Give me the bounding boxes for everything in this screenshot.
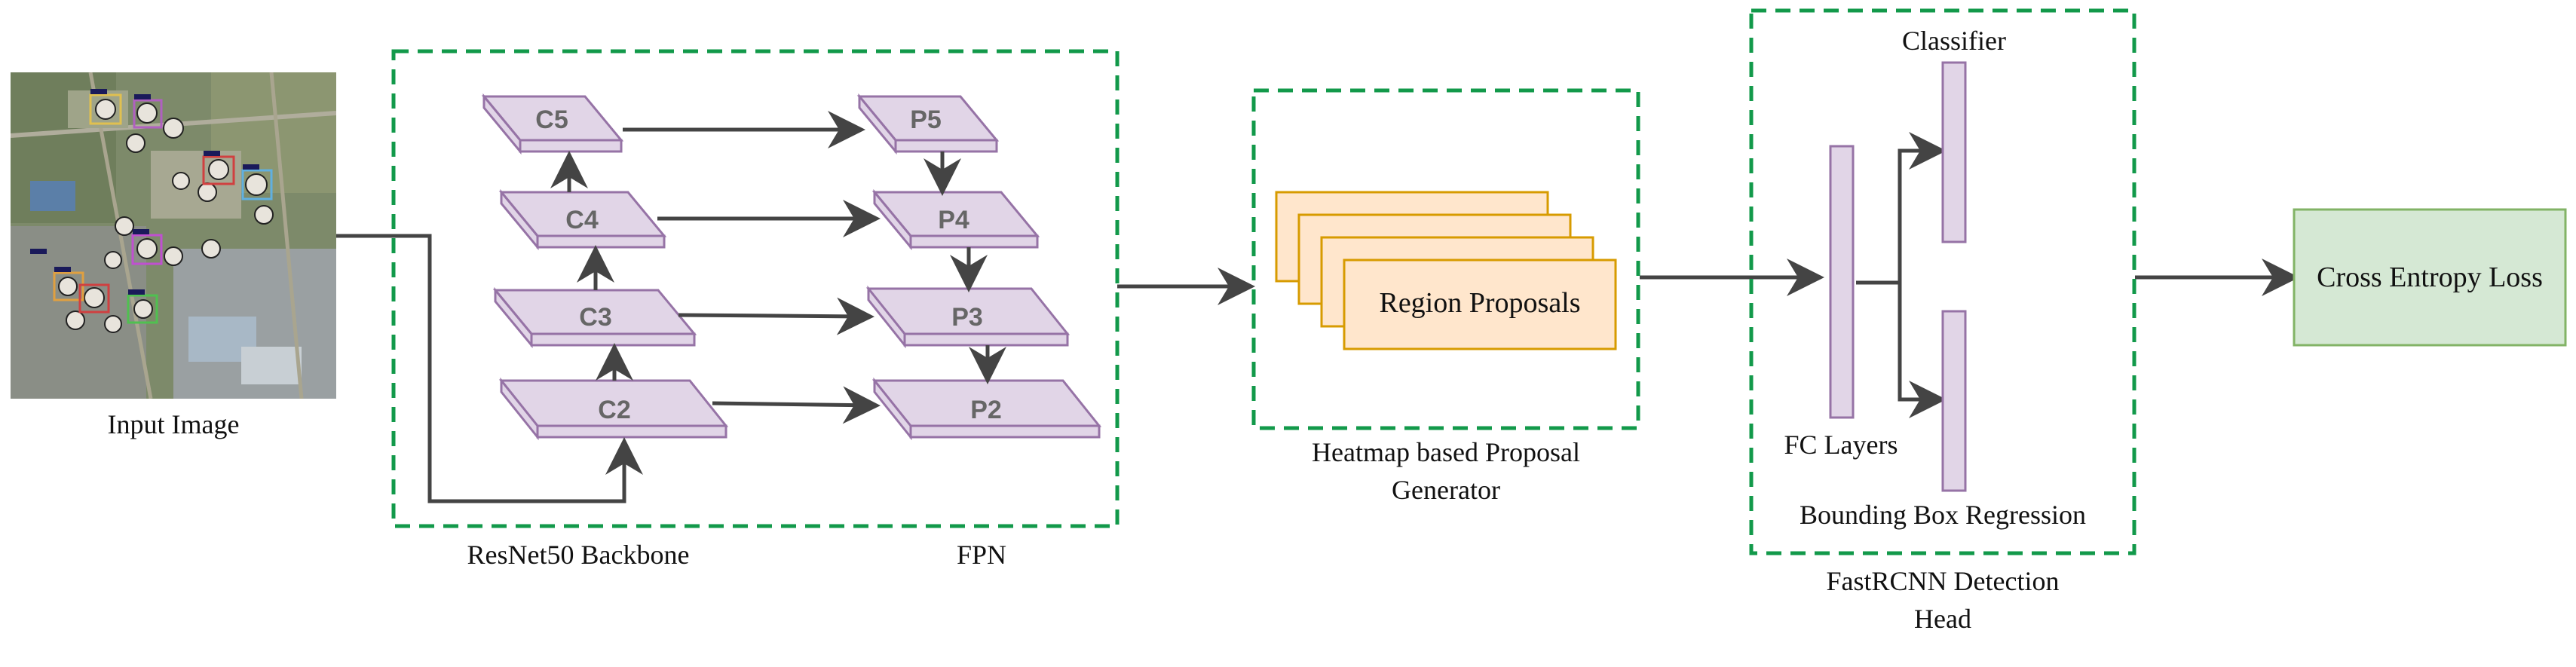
arrow-fc-classifier [1856,132,1947,285]
region-proposals-label: Region Proposals [1379,287,1580,319]
fc-layers-label: FC Layers [1784,430,1898,460]
classifier-label: Classifier [1902,26,2006,56]
input-image-label: Input Image [108,409,240,439]
detection-head-label-line2: Head [1914,604,1971,634]
fpn-layer-p2: P2 [871,377,1102,441]
fpn-layer-p5-label: P5 [910,106,942,134]
arrow-c3-p3 [678,297,874,335]
backbone-fpn-container [391,49,1120,528]
fpn-layer-p3-label: P3 [951,303,983,332]
bbox-regression-label: Bounding Box Regression [1800,500,2086,530]
fpn-layer-p3: P3 [865,285,1071,349]
backbone-layer-c2: C2 [498,377,729,441]
arrow-fc-bbox [1898,283,1947,418]
arrow-input-c2 [336,234,643,503]
cross-entropy-loss-box [2293,208,2567,347]
arrow-c2-p2 [712,386,881,424]
classifier-bar [1941,61,1967,243]
fpn-layer-p2-label: P2 [970,396,1002,424]
detection-head-container [1749,8,2136,555]
fc-layer-bar [1829,145,1855,419]
backbone-label: ResNet50 Backbone [467,540,690,570]
region-proposals-stack [1275,191,1617,350]
bbox-regression-bar [1941,310,1967,492]
fpn-label: FPN [957,540,1006,570]
backbone-layer-c4: C4 [498,188,667,251]
cross-entropy-loss-label: Cross Entropy Loss [2317,262,2543,293]
proposal-generator-label-line1: Heatmap based Proposal [1312,437,1580,467]
fpn-layer-p4-label: P4 [938,206,969,234]
backbone-layer-c3: C3 [492,286,697,349]
detection-head-label-line1: FastRCNN Detection [1827,566,2060,596]
backbone-layer-c5-label: C5 [535,106,568,134]
input-image [11,72,336,399]
fpn-layer-p4: P4 [871,188,1040,251]
backbone-layer-c4-label: C4 [565,206,599,234]
backbone-layer-c5: C5 [481,93,624,155]
proposal-generator-label-line2: Generator [1392,475,1500,505]
backbone-layer-c2-label: C2 [598,396,630,424]
fpn-layer-p5: P5 [856,93,1000,155]
backbone-layer-c3-label: C3 [579,303,611,332]
